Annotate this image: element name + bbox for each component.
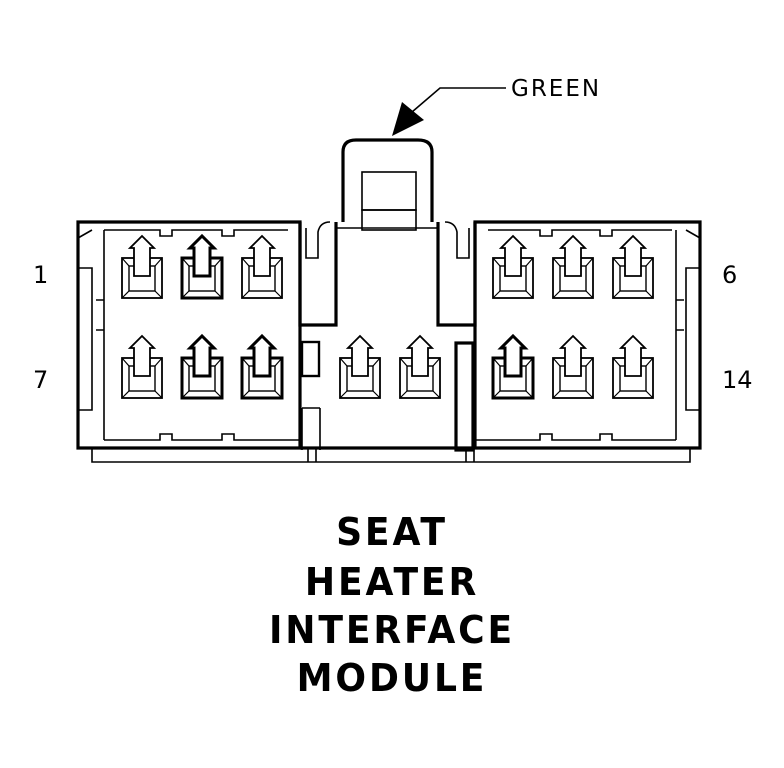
- pin-label-1: 1: [33, 261, 48, 289]
- pin-label-7: 7: [33, 366, 48, 394]
- connector-housing: [76, 138, 702, 463]
- pin-label-14: 14: [722, 366, 753, 394]
- terminal-cavity-bottom-5: [399, 334, 441, 399]
- terminal-cavity-top-1: [121, 234, 163, 299]
- title-line-2: HEATER: [304, 560, 480, 604]
- terminal-cavity-bottom-4: [339, 334, 381, 399]
- terminal-cavity-bottom-1: [121, 334, 163, 399]
- title-line-4: MODULE: [296, 656, 488, 700]
- title-line-1: SEAT: [336, 510, 448, 554]
- terminal-cavity-top-2: [180, 233, 224, 300]
- terminal-cavity-top-3: [241, 234, 283, 299]
- terminal-cavity-top-6: [612, 234, 654, 299]
- terminal-cavity-bottom-2: [180, 333, 224, 400]
- terminal-cavity-bottom-6: [491, 333, 535, 400]
- pin-label-6: 6: [722, 261, 737, 289]
- title-line-3: INTERFACE: [269, 608, 515, 652]
- terminal-cavity-bottom-8: [612, 334, 654, 399]
- green-callout: [392, 87, 506, 136]
- terminal-cavity-bottom-7: [552, 334, 594, 399]
- callout-arrow-icon: [392, 102, 424, 136]
- terminal-cavity-top-4: [492, 234, 534, 299]
- terminal-cavities: [121, 233, 654, 400]
- terminal-cavity-top-5: [552, 234, 594, 299]
- terminal-cavity-bottom-3: [240, 333, 284, 400]
- callout-label: GREEN: [511, 76, 601, 102]
